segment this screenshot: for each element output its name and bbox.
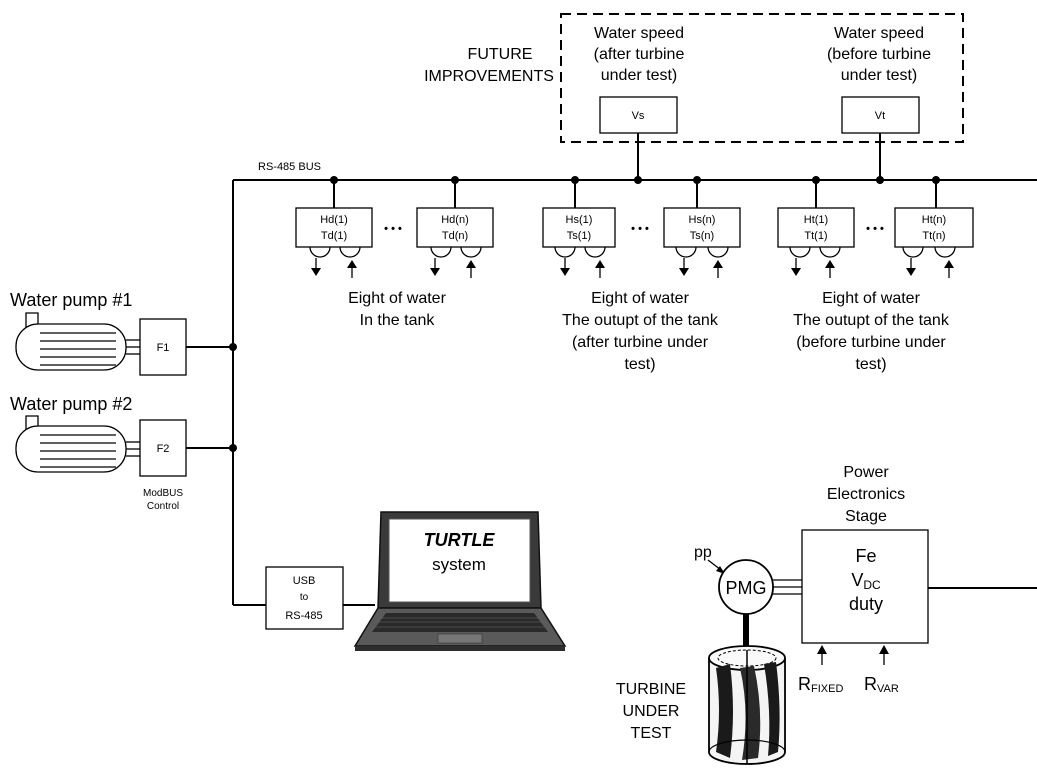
sensor-module-hd1: Hd(1) Td(1)	[295, 180, 373, 278]
svg-text:In the tank: In the tank	[360, 312, 436, 329]
svg-text:(after turbine under: (after turbine under	[572, 334, 709, 351]
vdc-main: V	[851, 570, 863, 590]
laptop-title: TURTLE	[424, 530, 496, 550]
water-speed-after-line3: under test)	[601, 67, 677, 84]
rs485-bus-label: RS-485 BUS	[258, 161, 321, 173]
drive-f2-label: F2	[157, 443, 170, 455]
svg-text:test): test)	[624, 356, 655, 373]
sensor-hd1-line2: Td(1)	[321, 230, 347, 242]
future-improvements-dashed-box	[560, 13, 964, 143]
sensor-module-hs1: Hs(1) Ts(1)	[542, 180, 616, 278]
laptop-subtitle: system	[432, 555, 486, 574]
svg-text:test): test)	[855, 356, 886, 373]
svg-text:USB: USB	[293, 575, 316, 587]
svg-text:TEST: TEST	[631, 725, 672, 742]
sensor-ellipsis-after: • • •	[631, 223, 649, 235]
sensor-vt-box	[841, 96, 920, 134]
pmg-generator: pp PMG	[694, 544, 802, 650]
junction-dot	[634, 176, 642, 184]
turbine-blade	[740, 666, 761, 760]
laptop-touchpad	[437, 633, 483, 644]
sensor-htn-line2: Tt(n)	[922, 230, 945, 242]
sensor-vt-label: Vt	[875, 110, 885, 122]
sensor-hdn-line1: Hd(n)	[441, 214, 469, 226]
group-label-after: Eight of water The outupt of the tank (a…	[562, 290, 719, 373]
sensor-ellipsis-before: • • •	[866, 223, 884, 235]
turbine-blade	[764, 662, 780, 756]
sensor-module-hdn: Hd(n) Td(n)	[416, 180, 494, 278]
future-improvements-group: FUTURE IMPROVEMENTS Water speed (after t…	[424, 13, 964, 143]
rs485-bus: RS-485 BUS	[229, 133, 1037, 605]
modbus-control-line2: Control	[147, 501, 179, 512]
svg-text:duty: duty	[849, 594, 883, 614]
sensor-hdn-line2: Td(n)	[442, 230, 468, 242]
sensor-vs-label: Vs	[632, 110, 645, 122]
future-improvements-title-line1: FUTURE	[468, 46, 533, 63]
water-speed-before-line1: Water speed	[834, 25, 924, 42]
svg-text:RVAR: RVAR	[864, 674, 899, 695]
water-pump-2: Water pump #2 F2 ModBUS Control	[10, 394, 233, 512]
water-pump-1-label: Water pump #1	[10, 290, 132, 310]
svg-text:VDC: VDC	[851, 570, 881, 592]
svg-text:RFIXED: RFIXED	[798, 674, 843, 695]
svg-text:UNDER: UNDER	[623, 703, 680, 720]
laptop-screen	[388, 518, 531, 603]
pmg-label: PMG	[725, 578, 766, 598]
group-label-tank: Eight of water In the tank	[348, 290, 447, 329]
svg-text:Electronics: Electronics	[827, 486, 905, 503]
sensor-htn-line1: Ht(n)	[922, 214, 946, 226]
turbine-under-test: TURBINE UNDER TEST	[616, 645, 786, 765]
svg-text:to: to	[300, 592, 309, 603]
modbus-control-line1: ModBUS	[143, 488, 183, 499]
r-var-sub: VAR	[877, 683, 899, 695]
sensor-hsn-line1: Hs(n)	[689, 214, 716, 226]
water-speed-after-line2: (after turbine	[594, 46, 685, 63]
svg-text:The outupt of the tank: The outupt of the tank	[793, 312, 950, 329]
sensor-ht1-line1: Ht(1)	[804, 214, 828, 226]
water-pump-2-label: Water pump #2	[10, 394, 132, 414]
group-label-before: Eight of water The outupt of the tank (b…	[793, 290, 950, 373]
vdc-sub: DC	[863, 578, 881, 592]
drive-f1-label: F1	[157, 342, 170, 354]
pp-label: pp	[694, 544, 712, 561]
power-electronics-box	[801, 529, 929, 644]
r-fixed-sub: FIXED	[811, 683, 843, 695]
svg-text:Eight of water: Eight of water	[348, 290, 447, 307]
laptop: TURTLE system	[353, 511, 567, 651]
drive-f2-box	[139, 419, 187, 477]
turbine-blade	[716, 664, 733, 758]
svg-text:The outupt of the tank: The outupt of the tank	[562, 312, 719, 329]
svg-text:(before turbine under: (before turbine under	[796, 334, 946, 351]
sensor-ellipsis-tank: • • •	[384, 223, 402, 235]
water-pump-1: Water pump #1 F1	[10, 290, 233, 376]
sensor-module-ht1: Ht(1) Tt(1)	[777, 180, 855, 278]
svg-text:Eight of water: Eight of water	[591, 290, 690, 307]
sensor-module-htn: Ht(n) Tt(n)	[894, 180, 974, 278]
sensor-hd1-line1: Hd(1)	[320, 214, 348, 226]
svg-text:Fe: Fe	[855, 546, 876, 566]
svg-text:RS-485: RS-485	[285, 610, 322, 622]
water-speed-before-line3: under test)	[841, 67, 917, 84]
sensor-hs1-line1: Hs(1)	[566, 214, 593, 226]
water-speed-before-line2: (before turbine	[827, 46, 931, 63]
usb-rs485-converter: USB to RS-485	[233, 566, 375, 630]
sensor-hsn-line2: Ts(n)	[690, 230, 714, 242]
power-electronics-stage: Power Electronics Stage Fe VDC duty RFIX…	[798, 464, 1037, 695]
r-var-main: R	[864, 674, 877, 694]
svg-text:Stage: Stage	[845, 508, 887, 525]
r-fixed-main: R	[798, 674, 811, 694]
water-speed-after-line1: Water speed	[594, 25, 684, 42]
laptop-keyboard	[372, 613, 548, 632]
svg-text:Eight of water: Eight of water	[822, 290, 921, 307]
junction-dot	[876, 176, 884, 184]
sensor-ht1-line2: Tt(1)	[804, 230, 827, 242]
future-improvements-title-line2: IMPROVEMENTS	[424, 68, 554, 85]
svg-text:TURBINE: TURBINE	[616, 681, 686, 698]
svg-text:Power: Power	[843, 464, 889, 481]
sensor-hs1-line2: Ts(1)	[567, 230, 591, 242]
sensor-module-hsn: Hs(n) Ts(n)	[663, 180, 741, 278]
